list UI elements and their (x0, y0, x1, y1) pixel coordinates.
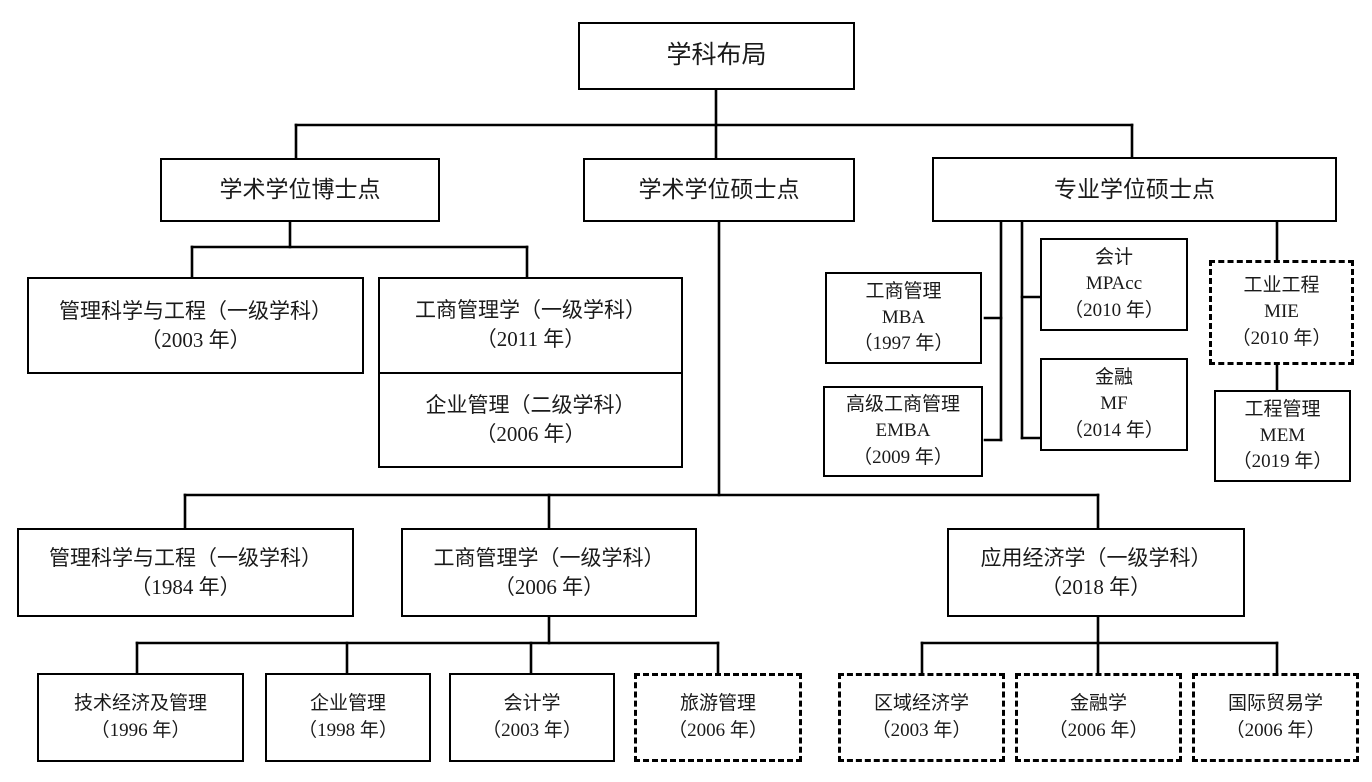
node-label-year: （1996 年） (90, 719, 191, 741)
node-emba[interactable]: 高级工商管理 EMBA （2009 年） (823, 386, 983, 477)
node-applied-economics-master[interactable]: 应用经济学（一级学科） （2018 年） (947, 528, 1245, 617)
node-label-line2: MF (1100, 393, 1128, 415)
node-label-line1: 技术经济及管理 (73, 693, 207, 715)
node-label-line2: MBA (881, 306, 926, 328)
node-label-line1: 工程管理 (1244, 398, 1321, 420)
node-label-line1: 企业管理（二级学科） (425, 392, 636, 417)
node-label-year: （2019 年） (1232, 451, 1333, 473)
node-label-line1: 企业管理 (309, 693, 386, 715)
node-tourism-management[interactable]: 旅游管理 （2006 年） (634, 673, 802, 762)
node-label-line1: 工商管理学（一级学科） (415, 298, 646, 323)
node-label-year: （2010 年） (1231, 327, 1332, 349)
node-label-year: （2003 年） (140, 327, 251, 352)
node-label-year: （2006 年） (668, 719, 768, 741)
node-doctoral-academic[interactable]: 学术学位博士点 (160, 158, 440, 222)
node-label-line1: 会计学 (503, 693, 561, 715)
node-label-year: （1998 年） (298, 719, 398, 741)
node-tech-econ-management[interactable]: 技术经济及管理 （1996 年） (37, 673, 244, 762)
node-label-line2: MPAcc (1085, 273, 1143, 295)
node-label-year: （1984 年） (130, 574, 241, 599)
node-business-admin-first-level[interactable]: 工商管理学（一级学科） （2011 年） (380, 279, 681, 372)
node-label-line1: 管理科学与工程（一级学科） (49, 545, 322, 570)
node-label-year: （1997 年） (853, 333, 954, 355)
node-label-year: （2006 年） (1048, 719, 1149, 741)
node-label-year: （2003 年） (871, 719, 972, 741)
node-label-line1: 国际贸易学 (1227, 693, 1323, 715)
node-label-line1: 工商管理学（一级学科） (433, 545, 665, 570)
node-label-year: （2014 年） (1064, 419, 1164, 441)
node-business-admin-doctoral-stack[interactable]: 工商管理学（一级学科） （2011 年） 企业管理（二级学科） （2006 年） (378, 277, 683, 468)
node-label-line1: 会计 (1094, 247, 1133, 269)
node-label-year: （2006 年） (1225, 719, 1326, 741)
node-finance[interactable]: 金融学 （2006 年） (1015, 673, 1182, 762)
node-label-line1: 区域经济学 (873, 693, 969, 715)
node-enterprise-mgmt-second-level[interactable]: 企业管理（二级学科） （2006 年） (380, 371, 681, 467)
node-enterprise-management[interactable]: 企业管理 （1998 年） (265, 673, 431, 762)
node-label-line1: 金融学 (1069, 693, 1127, 715)
node-label: 专业学位硕士点 (1054, 176, 1215, 202)
node-label-year: （2006 年） (493, 574, 605, 599)
node-label-line1: 应用经济学（一级学科） (980, 545, 1212, 570)
node-international-trade[interactable]: 国际贸易学 （2006 年） (1192, 673, 1359, 762)
node-business-admin-master[interactable]: 工商管理学（一级学科） （2006 年） (401, 528, 697, 617)
node-label-year: （2018 年） (1040, 574, 1152, 599)
node-master-academic[interactable]: 学术学位硕士点 (583, 158, 855, 222)
node-msc-engineering-doctoral[interactable]: 管理科学与工程（一级学科） （2003 年） (27, 277, 364, 374)
node-label-line2: MEM (1259, 424, 1306, 446)
node-mf[interactable]: 金融 MF （2014 年） (1040, 358, 1188, 451)
node-mie[interactable]: 工业工程 MIE （2010 年） (1209, 260, 1354, 365)
node-accounting[interactable]: 会计学 （2003 年） (449, 673, 615, 762)
node-master-professional[interactable]: 专业学位硕士点 (932, 157, 1337, 222)
node-label-year: （2006 年） (475, 421, 586, 446)
node-label-line1: 工业工程 (1243, 275, 1320, 297)
node-label-year: （2011 年） (475, 327, 586, 352)
node-label-line2: MIE (1264, 301, 1299, 323)
node-mba[interactable]: 工商管理 MBA （1997 年） (825, 272, 982, 364)
node-label: 学术学位博士点 (219, 177, 381, 203)
node-regional-economics[interactable]: 区域经济学 （2003 年） (838, 673, 1005, 762)
node-label-line2: EMBA (875, 420, 931, 442)
node-label-year: （2009 年） (853, 446, 953, 468)
node-label-line1: 高级工商管理 (845, 394, 960, 416)
node-label-line1: 金融 (1094, 367, 1133, 389)
node-root-discipline-layout[interactable]: 学科布局 (578, 22, 855, 90)
node-mem[interactable]: 工程管理 MEM （2019 年） (1214, 390, 1351, 482)
node-label-year: （2010 年） (1064, 299, 1164, 321)
node-label-year: （2003 年） (482, 719, 582, 741)
node-label-line1: 旅游管理 (679, 693, 756, 715)
node-label-line1: 管理科学与工程（一级学科） (59, 298, 332, 323)
node-label-line1: 工商管理 (865, 280, 942, 302)
node-label: 学科布局 (666, 41, 767, 69)
node-mpacc[interactable]: 会计 MPAcc （2010 年） (1040, 238, 1188, 331)
node-label: 学术学位硕士点 (638, 177, 800, 203)
node-msc-engineering-master[interactable]: 管理科学与工程（一级学科） （1984 年） (17, 528, 354, 617)
